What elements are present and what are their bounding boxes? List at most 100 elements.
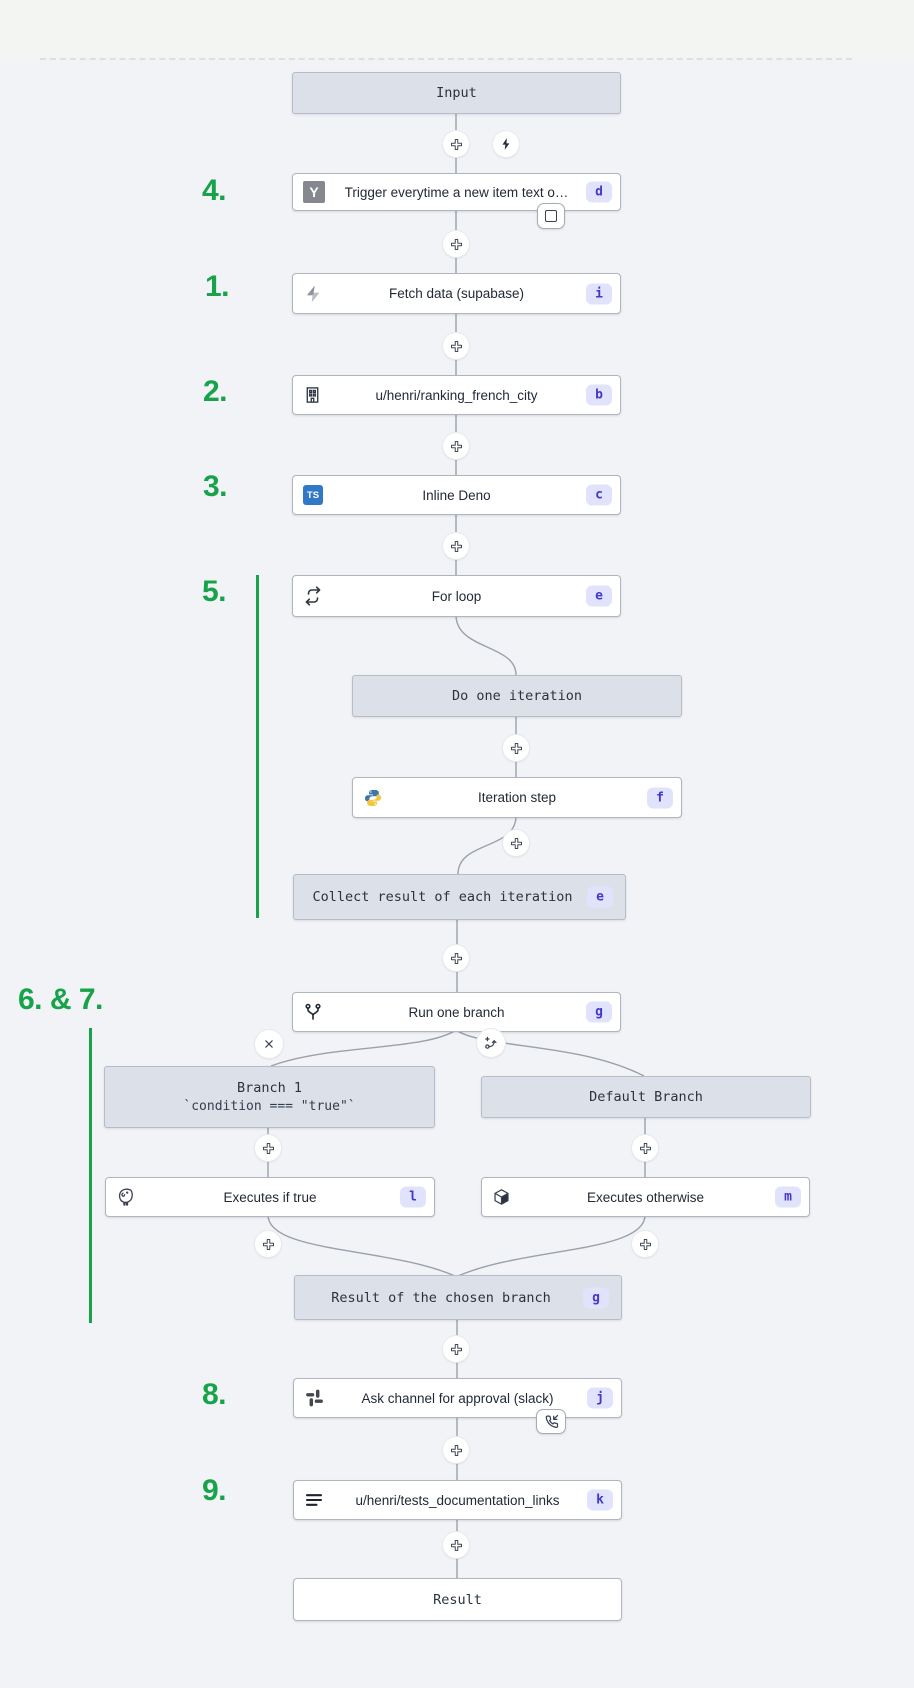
node-label: Default Branch — [589, 1089, 703, 1105]
node-chosen-branch-result[interactable]: Result of the chosen branch g — [294, 1275, 622, 1320]
node-docs-script[interactable]: u/henri/tests_documentation_links k — [293, 1480, 622, 1520]
plus-icon — [450, 138, 462, 150]
step-id-badge: g — [586, 1001, 612, 1023]
step-id-badge: i — [586, 283, 612, 304]
top-strip — [0, 0, 914, 57]
annotation-steps6-7: 6. & 7. — [18, 983, 103, 1016]
postgresql-icon — [116, 1187, 136, 1207]
node-input[interactable]: Input — [292, 72, 621, 114]
suspend-approval-button[interactable] — [536, 1409, 566, 1434]
remove-branch-button[interactable] — [255, 1030, 283, 1058]
slack-icon — [304, 1388, 325, 1409]
add-step-button[interactable] — [632, 1135, 658, 1161]
node-label: Executes if true — [223, 1189, 317, 1205]
step-id-badge: g — [583, 1287, 609, 1308]
node-label: Ask channel for approval (slack) — [361, 1390, 554, 1406]
node-for-loop[interactable]: For loop e — [292, 575, 621, 617]
cube-icon — [492, 1188, 511, 1207]
annotation-bracket-steps6-7 — [89, 1028, 92, 1323]
node-label: Run one branch — [408, 1004, 505, 1020]
node-label: Fetch data (supabase) — [388, 286, 525, 301]
plus-icon — [450, 1444, 462, 1456]
annotation-step9: 9. — [202, 1474, 227, 1507]
node-label: Iteration step — [477, 790, 557, 805]
python-icon — [363, 788, 383, 808]
node-label: For loop — [431, 588, 482, 604]
step-id-badge: e — [586, 585, 612, 607]
branch-plus-icon — [485, 1036, 497, 1049]
node-default-branch[interactable]: Default Branch — [481, 1076, 811, 1118]
plus-icon — [450, 340, 462, 352]
add-step-button[interactable] — [443, 533, 469, 559]
node-iteration-step[interactable]: Iteration step f — [352, 777, 682, 818]
plus-icon — [262, 1142, 274, 1154]
node-inline-deno[interactable]: TS Inline Deno c — [292, 475, 621, 515]
plus-icon — [639, 1142, 651, 1154]
add-step-button[interactable] — [443, 1532, 469, 1558]
node-label: Executes otherwise — [586, 1189, 705, 1205]
node-do-one-iteration[interactable]: Do one iteration — [352, 675, 682, 717]
plus-icon — [510, 742, 522, 754]
node-label: u/henri/ranking_french_city — [375, 387, 538, 403]
node-executes-otherwise[interactable]: Executes otherwise m — [481, 1177, 810, 1217]
git-branch-icon — [303, 1002, 323, 1022]
branch-title: Branch 1 — [236, 1080, 303, 1096]
plus-icon — [639, 1238, 651, 1250]
step-id-badge: j — [587, 1387, 613, 1409]
node-collect-result[interactable]: Collect result of each iteration e — [293, 874, 626, 920]
plus-icon — [262, 1238, 274, 1250]
add-step-button[interactable] — [443, 945, 469, 971]
step-id-badge: k — [587, 1489, 613, 1511]
node-run-one-branch[interactable]: Run one branch g — [292, 992, 621, 1032]
menu-lines-icon — [304, 1490, 324, 1510]
node-executes-if-true[interactable]: Executes if true l — [105, 1177, 435, 1217]
loop-repeat-icon — [303, 586, 323, 606]
annotation-step4: 4. — [202, 174, 227, 207]
node-trigger[interactable]: Y Trigger everytime a new item text o… d — [292, 173, 621, 211]
node-label: Result — [433, 1591, 482, 1608]
add-step-button[interactable] — [503, 830, 529, 856]
step-id-badge: l — [400, 1186, 426, 1208]
node-label: Result of the chosen branch — [331, 1289, 551, 1306]
step-id-badge: e — [587, 886, 613, 908]
add-trigger-button[interactable] — [493, 131, 519, 157]
close-icon — [265, 1040, 273, 1048]
node-label: Inline Deno — [422, 487, 491, 503]
branch-condition: `condition === "true"` — [183, 1099, 356, 1114]
lightning-icon — [502, 138, 510, 150]
step-id-badge: m — [775, 1186, 801, 1208]
add-step-button[interactable] — [443, 433, 469, 459]
early-stop-button[interactable] — [537, 203, 565, 229]
node-fetch-data[interactable]: Fetch data (supabase) i — [292, 273, 621, 314]
node-label: u/henri/tests_documentation_links — [355, 1492, 560, 1508]
add-step-button[interactable] — [443, 333, 469, 359]
add-step-button[interactable] — [443, 1336, 469, 1362]
plus-icon — [450, 1539, 462, 1551]
phone-incoming-icon — [545, 1414, 558, 1428]
plus-icon — [450, 440, 462, 452]
add-step-button[interactable] — [255, 1135, 281, 1161]
node-label: Collect result of each iteration — [312, 889, 573, 905]
add-step-button[interactable] — [443, 1437, 469, 1463]
step-id-badge: f — [647, 787, 673, 808]
step-id-badge: c — [586, 484, 612, 506]
add-step-button[interactable] — [443, 231, 469, 257]
node-label: Trigger everytime a new item text o… — [344, 184, 569, 200]
add-step-button[interactable] — [632, 1231, 658, 1257]
typescript-icon: TS — [303, 485, 323, 505]
node-ranking-script[interactable]: u/henri/ranking_french_city b — [292, 375, 621, 415]
building-icon — [303, 386, 322, 405]
add-branch-button[interactable] — [477, 1029, 505, 1057]
add-step-button[interactable] — [255, 1231, 281, 1257]
add-step-button[interactable] — [443, 131, 469, 157]
plus-icon — [450, 1343, 462, 1355]
node-branch-1[interactable]: Branch 1 `condition === "true"` — [104, 1066, 435, 1128]
plus-icon — [450, 540, 462, 552]
stop-square-icon — [545, 210, 557, 222]
node-slack-approval[interactable]: Ask channel for approval (slack) j — [293, 1378, 622, 1418]
node-result[interactable]: Result — [293, 1578, 622, 1621]
hackernews-icon: Y — [303, 181, 325, 203]
add-step-button[interactable] — [503, 735, 529, 761]
